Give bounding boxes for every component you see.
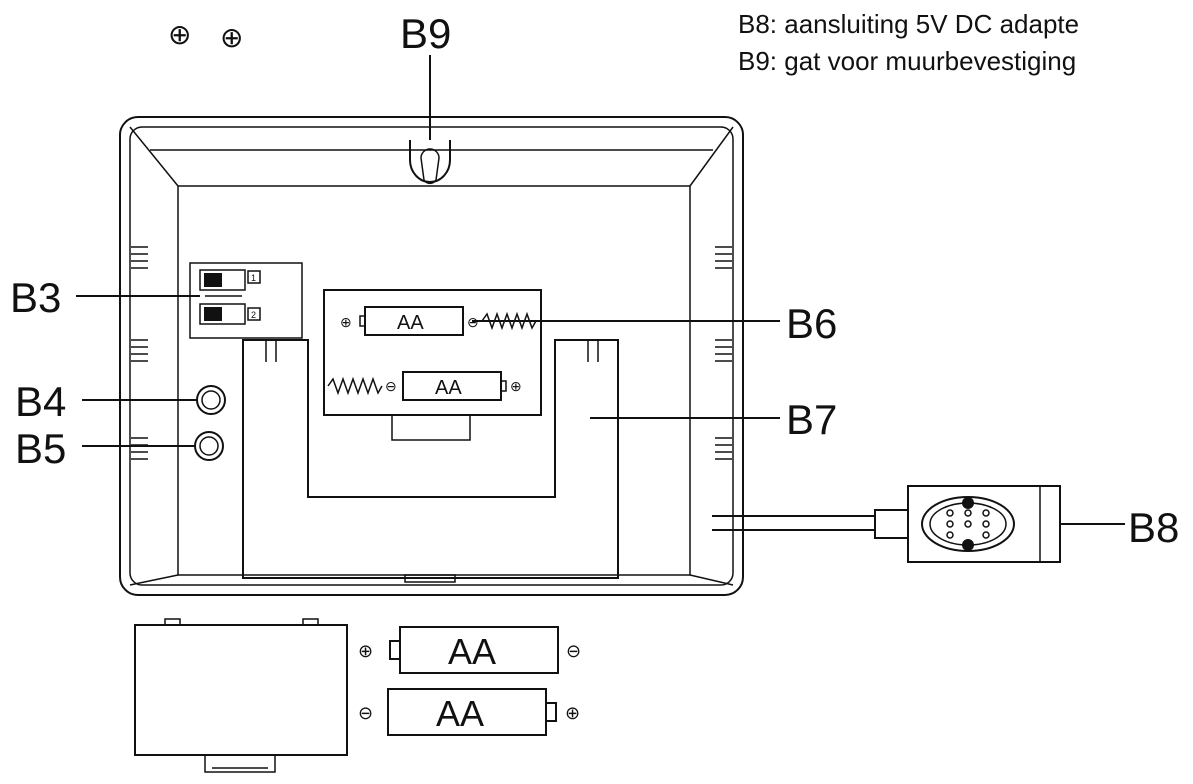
callout-b7: B7 [786, 396, 837, 443]
loose-battery-bottom-label: AA [436, 693, 484, 734]
callout-b9: B9 [400, 10, 451, 57]
switch-label-1: 1 [251, 273, 256, 283]
callout-b6: B6 [786, 300, 837, 347]
legend-b8: B8: aansluiting 5V DC adapte [738, 9, 1079, 39]
compartment-bottom-plus: ⊕ [510, 378, 522, 394]
callout-b3: B3 [10, 274, 61, 321]
top-plus-symbol-2: ⊕ [220, 22, 243, 53]
compartment-top-plus: ⊕ [340, 314, 352, 330]
switch-label-2: 2 [251, 310, 256, 320]
compartment-bottom-minus: ⊖ [385, 378, 397, 394]
detached-battery-cover [134, 618, 348, 773]
dip-switch: 1 2 [189, 262, 303, 339]
battery-cover-outline [242, 339, 619, 583]
loose-top-minus: ⊖ [566, 641, 581, 661]
compartment-battery-bottom-label: AA [435, 377, 462, 399]
right-vents [715, 246, 732, 460]
legend-b9: B9: gat voor muurbevestiging [738, 46, 1076, 76]
compartment-battery-top-label: AA [397, 312, 424, 334]
loose-battery-top: AA ⊕ ⊖ [358, 626, 581, 674]
loose-battery-top-label: AA [448, 631, 496, 672]
top-plus-symbol-1: ⊕ [168, 19, 191, 50]
wall-mount-hole [409, 140, 451, 185]
callout-b4: B4 [15, 378, 66, 425]
left-vents [131, 246, 148, 460]
dc-adapter-plug [712, 485, 1061, 563]
callout-b5: B5 [15, 425, 66, 472]
loose-bottom-minus: ⊖ [358, 703, 373, 723]
device-housing [119, 116, 744, 596]
callout-b8: B8 [1128, 504, 1179, 551]
button-b5 [194, 431, 224, 461]
button-b4 [196, 385, 226, 415]
loose-battery-bottom: AA ⊖ ⊕ [358, 688, 580, 736]
loose-top-plus: ⊕ [358, 641, 373, 661]
loose-bottom-plus: ⊕ [565, 703, 580, 723]
battery-compartment: AA ⊕ ⊖ AA ⊖ ⊕ [323, 289, 542, 441]
